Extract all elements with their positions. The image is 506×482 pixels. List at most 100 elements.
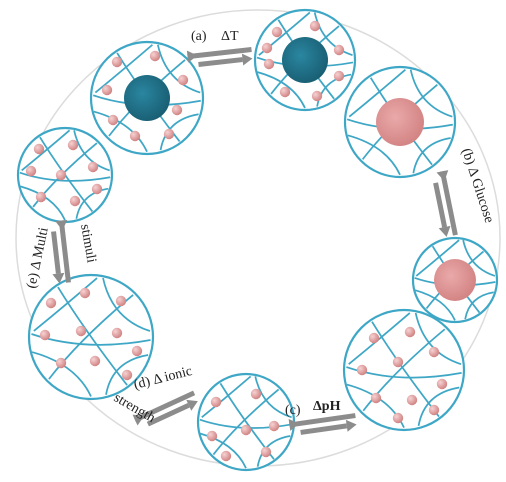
gel-top-left-dark-strand bbox=[157, 44, 201, 94]
switch-arrow-b-head bbox=[436, 170, 449, 182]
gel-bottom-left bbox=[27, 273, 155, 401]
gel-top-right-dark-particle bbox=[279, 86, 291, 98]
switch-arrow-a-shaft bbox=[198, 57, 243, 67]
gel-right-pink-small-core bbox=[434, 259, 476, 301]
switch-arrow-d-head bbox=[186, 399, 198, 411]
switch-arrow-e-head bbox=[52, 272, 65, 284]
gel-bottom-left-strand bbox=[31, 351, 92, 397]
gel-bottom-center-particle bbox=[210, 396, 222, 408]
switch-arrow-e-head bbox=[55, 219, 68, 231]
gel-bottom-center-particle bbox=[260, 446, 272, 458]
gel-bottom-right-strand bbox=[417, 386, 460, 427]
switch-arrow-b-head bbox=[438, 225, 451, 237]
gel-bottom-center-strand bbox=[200, 432, 247, 469]
switch-arrow-e-shaft bbox=[58, 220, 71, 283]
gel-bottom-left-particle bbox=[55, 357, 67, 369]
gel-top-right-dark-particle bbox=[261, 42, 273, 54]
switch-arrow-d bbox=[132, 390, 198, 427]
gel-bottom-left-particle bbox=[39, 329, 51, 341]
label-e-line2: stimuli bbox=[77, 223, 99, 264]
switch-arrow-e bbox=[51, 219, 71, 284]
switch-arrow-b-shaft bbox=[439, 170, 458, 236]
gel-bottom-center-particle bbox=[220, 450, 232, 462]
gel-bottom-left-particle bbox=[131, 345, 143, 357]
label-d-line2: strength bbox=[111, 390, 158, 426]
gel-top-left-dark-particle bbox=[149, 50, 161, 62]
gel-bottom-right-particle bbox=[406, 394, 418, 406]
gel-bottom-left-particle bbox=[45, 297, 57, 309]
gel-top-left-dark-particle bbox=[101, 84, 113, 96]
gel-top-right-dark-particle bbox=[271, 26, 283, 38]
switch-arrow-d-head bbox=[132, 414, 145, 426]
switch-arrow-e-shaft bbox=[51, 231, 61, 274]
switch-arrow-a-shaft bbox=[187, 47, 252, 60]
gel-bottom-center-particle bbox=[240, 424, 252, 436]
gel-left-particle bbox=[25, 165, 37, 177]
gel-top-left-dark-particle bbox=[171, 104, 183, 116]
gel-right-pink-large-strand bbox=[412, 137, 451, 174]
gel-bottom-right-particle bbox=[428, 404, 440, 416]
gel-bottom-left-particle bbox=[75, 325, 87, 337]
gel-right-pink-small-strand bbox=[464, 291, 494, 320]
gel-bottom-right-particle bbox=[428, 346, 440, 358]
switch-arrow-c-shaft bbox=[300, 423, 348, 435]
gel-bottom-left-particle bbox=[115, 295, 127, 307]
gel-bottom-right-strand bbox=[371, 321, 440, 418]
gel-top-left-dark-particle bbox=[163, 128, 175, 140]
gel-top-right-dark-particle bbox=[311, 90, 323, 102]
gel-bottom-left-particle bbox=[89, 355, 101, 367]
switch-arrow-c-head bbox=[288, 419, 300, 431]
gel-left-particle bbox=[33, 143, 45, 155]
switch-arrow-a bbox=[186, 47, 253, 67]
gel-bottom-right-particle bbox=[436, 378, 448, 390]
switch-arrow-d-shaft bbox=[146, 402, 190, 427]
gel-bottom-right-strand bbox=[362, 328, 446, 412]
gel-bottom-right-strand bbox=[348, 312, 411, 365]
gel-top-right-dark-strand bbox=[316, 73, 352, 107]
gel-bottom-left-particle bbox=[111, 327, 123, 339]
gel-left-particle bbox=[87, 161, 99, 173]
gel-bottom-right-particle bbox=[356, 364, 368, 376]
label-b: (b) Δ Glucose bbox=[458, 147, 496, 225]
gel-top-right-dark bbox=[253, 8, 357, 112]
gel-bottom-left-strand bbox=[105, 354, 149, 395]
gel-top-right-dark-particle bbox=[333, 44, 345, 56]
gel-right-pink-large-strand bbox=[409, 69, 453, 118]
gel-bottom-center-particle bbox=[206, 430, 218, 442]
switch-arrow-d-shaft bbox=[133, 390, 196, 423]
gel-bottom-right-strand bbox=[414, 312, 462, 366]
gel-top-left-dark-core bbox=[124, 75, 170, 121]
gel-top-left-dark-strand bbox=[159, 113, 199, 151]
gel-right-pink-small-strand bbox=[414, 289, 456, 321]
gel-left-strand bbox=[21, 129, 71, 172]
gel-left-particle bbox=[69, 195, 81, 207]
gel-bottom-left-strand bbox=[57, 286, 128, 386]
label-a-prefix: (a) bbox=[191, 29, 207, 44]
label-c: (c) ΔpH bbox=[285, 399, 341, 418]
gel-bottom-left-particle bbox=[121, 369, 133, 381]
label-a: (a) ΔT bbox=[191, 29, 239, 44]
gel-right-pink-small bbox=[411, 236, 499, 324]
gel-bottom-center-strand bbox=[201, 375, 252, 419]
gel-top-right-dark-network bbox=[256, 11, 354, 109]
gel-left-strand bbox=[75, 187, 109, 219]
gel-bottom-center-strand bbox=[254, 376, 292, 419]
switch-arrow-b-shaft bbox=[433, 182, 448, 228]
gel-right-pink-large-strand bbox=[347, 134, 401, 176]
gel-top-right-dark-core bbox=[282, 37, 328, 83]
label-a-text: ΔT bbox=[221, 29, 239, 44]
gel-top-right-dark-strand bbox=[257, 71, 306, 109]
gel-bottom-center bbox=[196, 372, 296, 472]
gel-left-particle bbox=[35, 191, 47, 203]
gel-top-left-dark-particle bbox=[129, 130, 141, 142]
gel-bottom-right bbox=[342, 308, 466, 432]
gel-left-strand bbox=[20, 185, 66, 221]
gel-top-left-dark-particle bbox=[177, 74, 189, 86]
gel-left-particle bbox=[55, 169, 67, 181]
gel-right-pink-large bbox=[343, 65, 457, 179]
switch-arrow-a-head bbox=[186, 50, 198, 63]
gel-right-pink-large-strand bbox=[348, 69, 406, 118]
gel-left-particle bbox=[67, 139, 79, 151]
